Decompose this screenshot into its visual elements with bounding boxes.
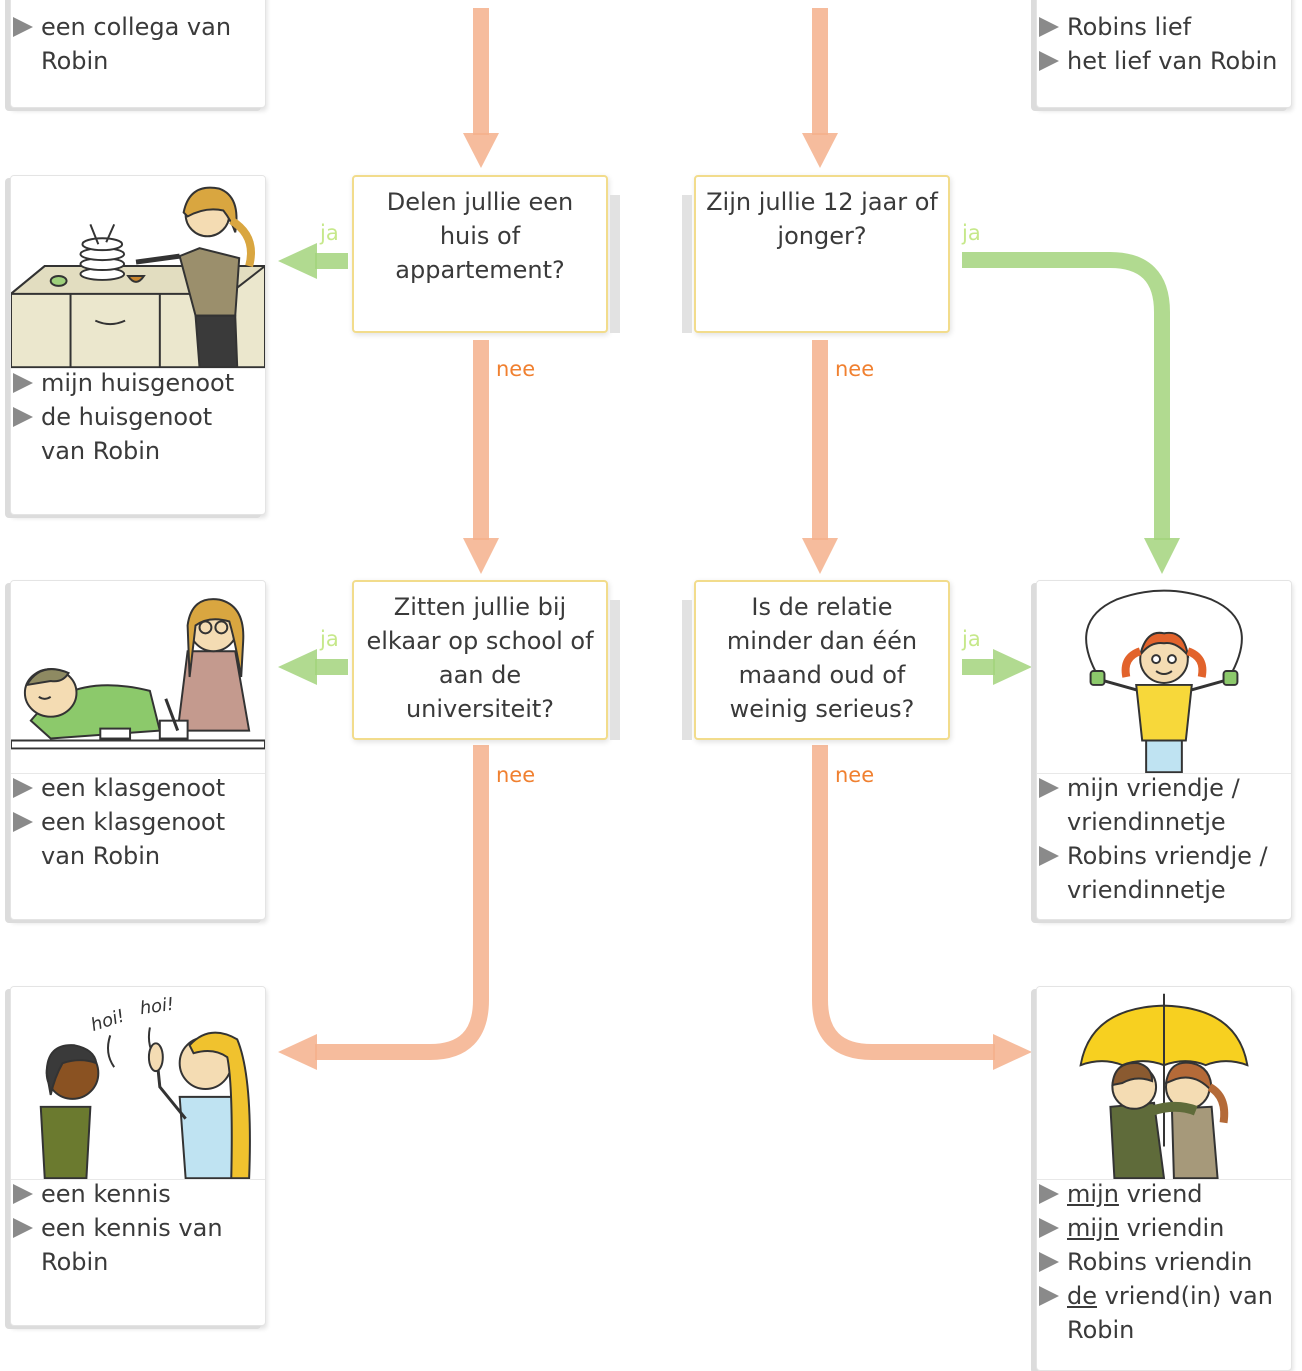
card-lief: Robins lief het lief van Robin: [1036, 0, 1292, 108]
bullet-triangle-icon: [13, 17, 33, 37]
label-ja-jaar: ja: [962, 221, 981, 245]
question-huis-text: Delen jullie een huis of appartement?: [386, 188, 574, 284]
illustration-acquaintances: hoi! hoi!: [11, 987, 265, 1180]
list-item: Robins vriendje / vriendinnetje: [1037, 839, 1287, 907]
bullet-triangle-icon: [1039, 778, 1059, 798]
arrow-q-relatie-nee: [812, 745, 995, 1060]
label-ja-school: ja: [320, 627, 339, 651]
list-item: een klasgenoot van Robin: [11, 805, 261, 873]
list-item: een klasgenoot: [11, 771, 261, 805]
label-nee-huis: nee: [496, 357, 536, 381]
arrowhead-vriendje-down: [1144, 538, 1180, 574]
list-item: de vriend(in) van Robin: [1037, 1279, 1287, 1347]
bullet-triangle-icon: [13, 407, 33, 427]
arrowhead-q-school-in: [463, 538, 499, 574]
bullet-triangle-icon: [13, 778, 33, 798]
label-ja-huis: ja: [320, 221, 339, 245]
bullet-triangle-icon: [1039, 1218, 1059, 1238]
arrowhead-q-huis-in: [463, 133, 499, 168]
card-vriend: mijn vriend mijn vriendin Robins vriendi…: [1036, 986, 1292, 1371]
illustration-couple-umbrella: [1037, 987, 1291, 1180]
bullet-triangle-icon: [1039, 51, 1059, 71]
bullet-triangle-icon: [1039, 846, 1059, 866]
speech-bubble-2: hoi!: [139, 994, 176, 1020]
speech-bubble-1: hoi!: [88, 1005, 127, 1036]
list-item: mijn vriend: [1037, 1177, 1287, 1211]
arrowhead-q-jaar-in: [802, 133, 838, 168]
illustration-housemate: [11, 176, 265, 369]
bullet-triangle-icon: [13, 373, 33, 393]
card-vriendje: mijn vriendje / vriendinnetje Robins vri…: [1036, 580, 1292, 920]
question-jaar: Zijn jullie 12 jaar of jonger?: [682, 175, 950, 333]
bullet-triangle-icon: [13, 812, 33, 832]
list-item: een kennis van Robin: [11, 1211, 261, 1279]
list-item: Robins vriendin: [1037, 1245, 1287, 1279]
question-relatie-text: Is de relatie minder dan één maand oud o…: [726, 593, 918, 723]
bullet-triangle-icon: [13, 1218, 33, 1238]
question-jaar-text: Zijn jullie 12 jaar of jonger?: [706, 188, 938, 250]
bullet-triangle-icon: [1039, 1286, 1059, 1306]
arrowhead-q-relatie-in: [802, 538, 838, 574]
question-school: Zitten jullie bij elkaar op school of aa…: [352, 580, 620, 740]
card-klasgenoot: een klasgenoot een klasgenoot van Robin: [10, 580, 266, 920]
list-item: de huisgenoot van Robin: [11, 400, 261, 468]
list-item: mijn vriendin: [1037, 1211, 1287, 1245]
arrow-q-school-nee: [315, 745, 489, 1060]
question-huis: Delen jullie een huis of appartement?: [352, 175, 620, 333]
arrow-q-jaar-ja: [962, 252, 1170, 540]
list-item: een kennis: [11, 1177, 261, 1211]
arrowhead-kennis: [278, 1034, 317, 1070]
list-item: het lief van Robin: [1037, 44, 1287, 78]
bullet-triangle-icon: [1039, 1184, 1059, 1204]
label-nee-jaar: nee: [835, 357, 875, 381]
bullet-triangle-icon: [13, 1184, 33, 1204]
illustration-jump-rope-girl: [1037, 581, 1291, 774]
question-relatie: Is de relatie minder dan één maand oud o…: [682, 580, 950, 740]
card-huisgenoot: mijn huisgenoot de huisgenoot van Robin: [10, 175, 266, 515]
illustration-classmates: [11, 581, 265, 774]
arrowhead-vriend: [993, 1034, 1032, 1070]
bullet-triangle-icon: [1039, 17, 1059, 37]
arrowhead-klasgenoot: [278, 649, 317, 685]
list-item: mijn vriendje / vriendinnetje: [1037, 771, 1287, 839]
list-item: Robins lief: [1037, 10, 1287, 44]
arrowhead-vriendje-right: [993, 649, 1032, 685]
label-nee-relatie: nee: [835, 763, 875, 787]
list-item: een collega van Robin: [11, 10, 261, 78]
card-kennis: hoi! hoi! een kennis een kennis van Robi…: [10, 986, 266, 1326]
question-school-text: Zitten jullie bij elkaar op school of aa…: [366, 593, 594, 723]
arrowhead-huisgenoot: [278, 243, 317, 279]
label-nee-school: nee: [496, 763, 536, 787]
label-ja-relatie: ja: [962, 627, 981, 651]
list-item: mijn huisgenoot: [11, 366, 261, 400]
bullet-triangle-icon: [1039, 1252, 1059, 1272]
card-collega: een collega van Robin: [10, 0, 266, 108]
